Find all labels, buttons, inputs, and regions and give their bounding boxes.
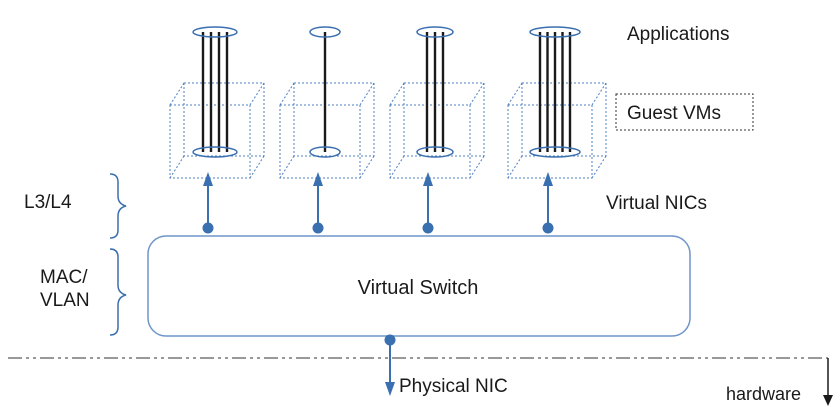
- application-stack-4: [529, 26, 581, 158]
- virtual-nics-group: [202, 172, 554, 234]
- virtual-nic-4: [542, 172, 554, 234]
- mac-vlan-brace: [109, 248, 127, 336]
- vm-cube-front: [507, 104, 593, 179]
- guest-vms-legend-box: [615, 93, 754, 131]
- vm-cube-edge: [507, 155, 523, 179]
- application-bottom-ellipse: [529, 146, 581, 158]
- application-bottom-ellipse: [416, 146, 454, 158]
- applications-label: Applications: [627, 24, 729, 45]
- vm-cube-front: [279, 104, 361, 179]
- hardware-arrowhead: [823, 395, 833, 406]
- vm-cube-back: [293, 82, 375, 157]
- l3l4-label: L3/L4: [24, 192, 72, 213]
- application-top-ellipse: [529, 26, 581, 38]
- virtual-nic-arrowhead: [313, 172, 323, 186]
- virtual-nic-port: [422, 222, 434, 234]
- application-top-ellipse: [416, 26, 454, 38]
- l3l4-brace: [109, 173, 127, 239]
- vm-cube-edge: [469, 82, 485, 106]
- guest-vm-2: [279, 26, 375, 179]
- hardware-label: hardware: [726, 384, 801, 404]
- application-bottom-ellipse: [192, 146, 238, 158]
- virtual-nic-arrowhead: [203, 172, 213, 186]
- virtual-nic-arrowhead: [423, 172, 433, 186]
- vm-cube-edge: [169, 155, 185, 179]
- virtual-nic-3: [422, 172, 434, 234]
- vm-cube-edge: [507, 82, 523, 106]
- vm-cube-edge: [169, 82, 185, 106]
- guest-vm-4: [507, 26, 607, 179]
- mac-label-line2: VLAN: [40, 290, 90, 311]
- virtual-nics-label: Virtual NICs: [606, 193, 707, 214]
- virtual-nic-port: [542, 222, 554, 234]
- vm-cube-edge: [469, 155, 485, 179]
- virtual-nic-port: [312, 222, 324, 234]
- virtual-nic-2: [312, 172, 324, 234]
- vm-cube-edge: [389, 155, 405, 179]
- application-stack-3: [416, 26, 454, 158]
- guest-vm-1: [169, 26, 265, 179]
- physical-nic-arrowhead: [385, 382, 395, 396]
- guest-vms-label: Guest VMs: [627, 103, 721, 124]
- virtual-switch-label: Virtual Switch: [358, 277, 479, 299]
- vm-cube-edge: [389, 82, 405, 106]
- vm-cube-edge: [359, 155, 375, 179]
- application-bottom-ellipse: [309, 146, 341, 158]
- mac-label-line1: MAC/: [40, 267, 88, 288]
- guest-vms-group: [169, 26, 607, 179]
- virtual-nic-arrowhead: [543, 172, 553, 186]
- virtual-switch-box: [147, 235, 691, 337]
- vm-cube-edge: [591, 82, 607, 106]
- application-stack-2: [309, 26, 341, 158]
- application-top-ellipse: [309, 26, 341, 38]
- application-top-ellipse: [192, 26, 238, 38]
- vm-cube-edge: [359, 82, 375, 106]
- vm-cube-edge: [279, 82, 295, 106]
- vm-cube-edge: [249, 82, 265, 106]
- virtual-nic-1: [202, 172, 214, 234]
- vm-cube-edge: [249, 155, 265, 179]
- guest-vm-3: [389, 26, 485, 179]
- vm-cube-back: [521, 82, 607, 157]
- vm-cube-edge: [591, 155, 607, 179]
- vm-cube-back: [183, 82, 265, 157]
- physical-nic-label: Physical NIC: [399, 376, 508, 397]
- vm-cube-edge: [279, 155, 295, 179]
- virtual-nic-port: [202, 222, 214, 234]
- application-stack-1: [192, 26, 238, 158]
- vm-cube-front: [389, 104, 471, 179]
